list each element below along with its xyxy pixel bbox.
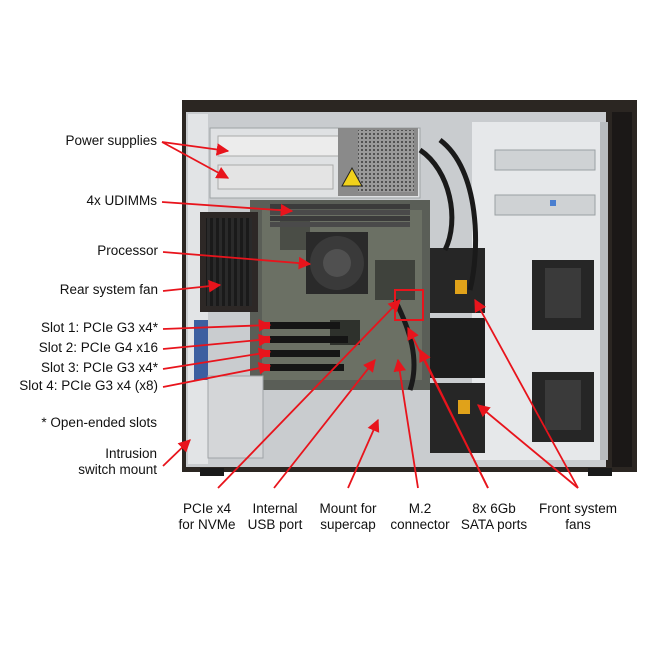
label-pcie-nvme-line2: for NVMe: [178, 517, 236, 532]
callout-supercap: [347, 418, 380, 489]
label-power-supplies: Power supplies: [65, 133, 157, 148]
label-pcie-nvme: PCIe x4 for NVMe: [170, 501, 244, 533]
label-rear-fan: Rear system fan: [59, 282, 158, 297]
label-m2: M.2 connector: [383, 501, 457, 533]
label-supercap-line2: supercap: [320, 517, 376, 532]
label-slot2: Slot 2: PCIe G4 x16: [38, 340, 158, 355]
label-sata: 8x 6Gb SATA ports: [454, 501, 534, 533]
label-slot1: Slot 1: PCIe G3 x4*: [40, 320, 158, 335]
callout-power-supplies-2: [161, 141, 230, 179]
callout-power-supplies-1: [161, 141, 230, 156]
callout-slot1: [162, 319, 272, 332]
label-m2-line2: connector: [390, 517, 450, 532]
label-m2-line1: M.2: [408, 501, 432, 516]
callout-slot4: [162, 362, 272, 388]
chassis-feet: [200, 468, 612, 476]
label-front-fans: Front system fans: [530, 501, 626, 533]
label-intrusion: Intrusion switch mount: [78, 446, 157, 478]
callout-intrusion: [162, 439, 191, 467]
label-sata-line1: 8x 6Gb: [472, 501, 516, 516]
label-usb-line1: Internal: [252, 501, 298, 516]
label-pcie-nvme-line1: PCIe x4: [182, 501, 232, 516]
callout-slot2: [162, 333, 272, 350]
dimm-slots: [270, 204, 410, 227]
label-supercap-line1: Mount for: [319, 501, 377, 516]
callout-processor: [162, 251, 312, 270]
callout-lines: [161, 141, 579, 489]
label-intrusion-line1: Intrusion: [105, 446, 157, 461]
label-slot3: Slot 3: PCIe G3 x4*: [40, 360, 158, 375]
callout-slot3: [162, 347, 272, 370]
label-usb-line2: USB port: [247, 517, 303, 532]
label-front-fans-line1: Front system: [538, 501, 617, 516]
label-open-ended: * Open-ended slots: [41, 415, 157, 430]
sata-port-highlight: [394, 289, 424, 321]
pcie-slots: [194, 320, 348, 459]
rear-fan: [200, 212, 258, 312]
label-front-fans-line2: fans: [565, 517, 591, 532]
label-udimms: 4x UDIMMs: [86, 193, 158, 208]
label-intrusion-line2: switch mount: [78, 462, 157, 477]
drive-bays: [494, 149, 596, 442]
label-processor: Processor: [97, 243, 158, 258]
callout-udimms: [161, 201, 294, 217]
callout-usb: [273, 359, 376, 489]
front-fans: [430, 248, 485, 453]
label-sata-line2: SATA ports: [460, 517, 528, 532]
callout-front-fans-1: [474, 298, 579, 489]
callout-rear-fan: [162, 279, 222, 293]
power-supply-bay: [209, 127, 421, 199]
label-supercap: Mount for supercap: [310, 501, 386, 533]
callout-sata-2: [419, 348, 489, 489]
label-slot4: Slot 4: PCIe G3 x4 (x8): [19, 378, 158, 393]
processor-cooler: [306, 232, 368, 294]
callout-pcie-nvme: [217, 299, 401, 489]
label-usb: Internal USB port: [238, 501, 312, 533]
callout-front-fans-2: [477, 404, 579, 489]
callout-m2: [393, 358, 419, 489]
